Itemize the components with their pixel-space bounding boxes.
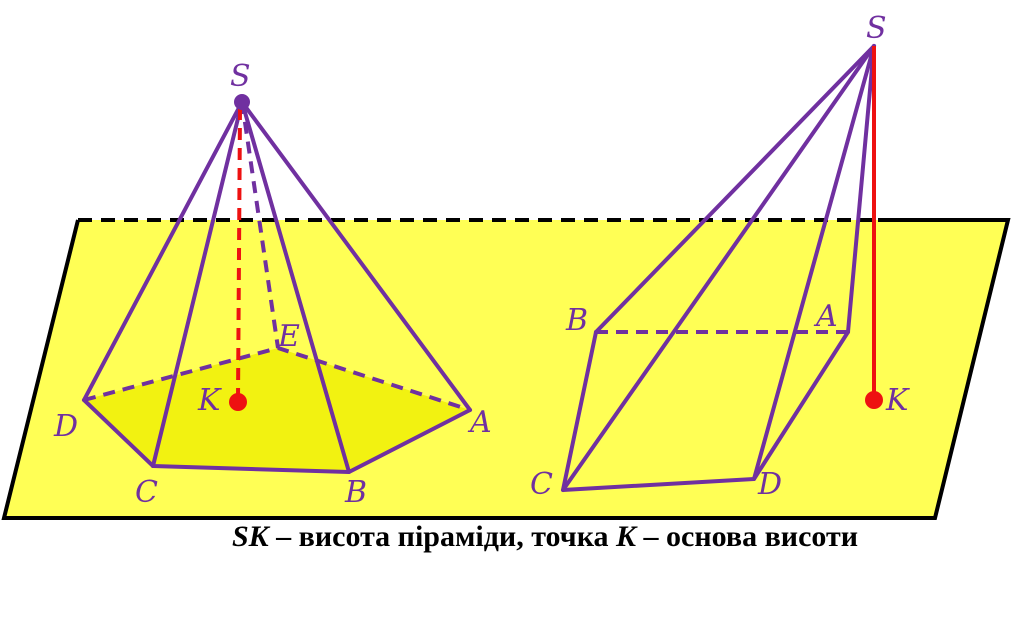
label-right-k: K	[885, 383, 910, 418]
caption-part2: – основа висоти	[636, 520, 859, 553]
right-edge-sc	[561, 44, 876, 492]
label-right-b: B	[565, 303, 588, 338]
label-left-b: B	[344, 475, 367, 510]
caption: SK – висота піраміди, точка K – основа в…	[0, 520, 1024, 554]
caption-sk: SK	[231, 520, 269, 553]
left-edge-sa	[240, 100, 472, 412]
left-height-sk	[236, 107, 242, 401]
left-pyramid	[82, 94, 472, 474]
left-foot-point	[229, 393, 247, 411]
right-foot-point	[865, 391, 883, 409]
label-right-s: S	[866, 11, 887, 46]
label-left-e: E	[277, 319, 300, 354]
right-edge-sa	[846, 44, 876, 334]
left-edge-sc	[151, 100, 244, 468]
left-edge-sb	[240, 100, 351, 474]
right-edge-sb	[594, 44, 876, 334]
left-apex-point	[234, 94, 250, 110]
plane-visible-border	[1, 218, 1011, 520]
label-left-a: A	[467, 405, 492, 440]
label-left-d: D	[53, 409, 78, 444]
label-left-k: K	[197, 383, 222, 418]
caption-part1: – висота піраміди, точка	[268, 520, 617, 553]
label-left-s: S	[230, 59, 251, 94]
caption-k: K	[616, 520, 637, 553]
right-pyramid	[561, 44, 883, 492]
right-edge-sd	[752, 44, 876, 481]
label-right-c: C	[530, 467, 553, 502]
label-left-c: C	[135, 475, 158, 510]
left-base-edges-visible	[82, 398, 472, 474]
right-base-edges-visible	[561, 330, 850, 492]
left-edge-se	[240, 101, 280, 349]
left-edge-sd	[82, 100, 244, 402]
label-right-d: D	[757, 467, 782, 502]
label-right-a: A	[813, 299, 838, 334]
